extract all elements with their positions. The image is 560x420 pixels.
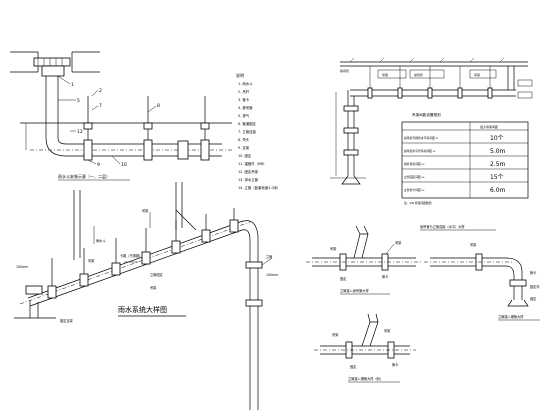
roof-drain-detail-title: 雨水斗安装示意（一、二层） [58, 173, 110, 179]
elevation-label: 悬吊管 [414, 72, 423, 77]
elbow-label: 管卡 [382, 274, 389, 279]
elbow-detail-2-title: 立管接入横管大样 [498, 314, 524, 319]
table-row-label: 悬吊管与横管水平管间距 L₁ [404, 136, 438, 140]
spacing-table: 吊架间距设置规则 最大吊架间距 悬吊管与横管水平管间距 L₁ 10个 悬吊管水平… [401, 112, 529, 231]
note-item: 12. 固定吊架 [238, 169, 259, 174]
system-label: 固定支架 [60, 318, 74, 323]
roof-drain-grate [33, 57, 71, 67]
elbow-label: 吊架 [395, 240, 402, 245]
elevation-detail: 吊架 悬吊管 吊架 悬吊管 [330, 57, 533, 185]
note-item: 6. 管道固定 [238, 121, 256, 126]
note-item: 8. 弯头 [238, 137, 250, 142]
elbow-label: 管卡 [392, 362, 399, 367]
elbow-label: 吊架 [330, 246, 337, 251]
pipe-clamps [367, 66, 493, 99]
table-header: 最大吊架间距 [480, 124, 498, 129]
elbow-detail-1-title: 立管接入悬吊管大样 [340, 288, 369, 293]
roof-drain-detail: 1 2 7 8 9 10 12 5 雨水斗安装示意（一、二层） [10, 51, 232, 181]
elbow-detail-2: 吊架 管卡 固定件 固定 立管接入横管大样 [424, 242, 540, 321]
system-label: 吊架 [142, 208, 149, 213]
elbow-label: 吊架 [384, 328, 391, 333]
note-item: 14. 立管（距离地面1.0米） [238, 185, 280, 190]
elbow-label: 固定 [350, 364, 357, 369]
elbow-label: 管卡 [530, 270, 537, 275]
notes-heading: 说明 [236, 72, 244, 78]
note-item: 2. 吊杆 [238, 89, 250, 94]
note-item: 7. 立管连接 [238, 129, 256, 134]
table-footnote: 注：DN 管径间距数值 [404, 201, 432, 205]
note-item: 10. 固定 [238, 153, 252, 158]
table-row-value: 15个 [490, 174, 504, 181]
elbow-label: 固定 [530, 296, 537, 301]
table-row-value: 2.5m [490, 161, 506, 168]
note-item: 5. 排气 [238, 113, 250, 118]
svg-text:8: 8 [157, 103, 160, 109]
elevation-label: 吊架 [382, 72, 388, 77]
note-item: 1. 雨水斗 [238, 81, 253, 86]
system-label: 立管固定 [150, 272, 164, 277]
note-item: 13. 排水立管 [238, 177, 259, 182]
svg-text:9: 9 [97, 162, 100, 168]
elevation-detail-title: 悬吊管与立管连接（水平）大样 [420, 224, 465, 229]
notes-list: 说明 1. 雨水斗 2. 吊杆 3. 管卡 4. 悬吊管 5. 排气 6. 管道… [236, 72, 280, 190]
svg-text:2: 2 [99, 88, 102, 94]
system-label: 100mm [266, 273, 278, 277]
svg-text:7: 7 [99, 103, 102, 109]
note-item: 9. 支架 [238, 145, 250, 150]
svg-text:10: 10 [121, 162, 127, 168]
table-row-value: 6.0m [490, 187, 506, 194]
elbow-label: 固定 [340, 276, 347, 281]
system-label: 卡箍（不锈钢） [120, 253, 142, 258]
elbow-label: 吊架 [332, 332, 339, 337]
table-row-label: 横管吊架间距 L₃ [404, 162, 424, 166]
system-detail-title: 雨水系统大样图 [118, 305, 167, 314]
svg-text:12: 12 [77, 129, 83, 135]
system-detail: 吊架 雨水斗 卡箍（不锈钢） 立管固定 吊架 吊架 100mm 立管 100mm… [14, 182, 278, 410]
system-label: 吊架 [150, 285, 157, 290]
system-label: 吊架 [88, 258, 95, 263]
hanger-rods [83, 96, 210, 161]
table-row-label: 立管管卡间距 L₅ [404, 188, 424, 192]
system-label: 100mm [16, 265, 28, 269]
table-row-label: 立管固定间距 L₄ [404, 175, 425, 179]
table-row-label: 悬吊管水平管吊架间距 L₂ [404, 149, 436, 153]
spacing-table-title: 吊架间距设置规则 [412, 112, 441, 117]
elevation-label: 吊架 [474, 72, 480, 77]
table-row-value: 5.0m [490, 148, 506, 155]
system-hangers [47, 208, 239, 299]
table-row-value: 10个 [490, 135, 504, 142]
elbow-label: 固定件 [530, 284, 540, 289]
elbow-detail-1: 吊架 吊架 管卡 固定 立管接入悬吊管大样 [306, 225, 422, 295]
note-item: 4. 悬吊管 [238, 105, 253, 110]
elbow-detail-3: 吊架 吊架 管卡 固定 立管接入横管大样（斜） [314, 313, 416, 383]
elevation-label: 悬吊管 [340, 68, 349, 73]
elbow-detail-3-title: 立管接入横管大样（斜） [348, 376, 383, 381]
system-label: 立管 [266, 254, 272, 259]
note-item: 3. 管卡 [238, 97, 250, 102]
elbow-label: 吊架 [470, 242, 477, 247]
note-item: 11. 锚固件（M8） [238, 161, 267, 166]
svg-text:1: 1 [71, 82, 74, 88]
system-label: 雨水斗 [96, 238, 106, 243]
svg-text:5: 5 [77, 98, 80, 104]
